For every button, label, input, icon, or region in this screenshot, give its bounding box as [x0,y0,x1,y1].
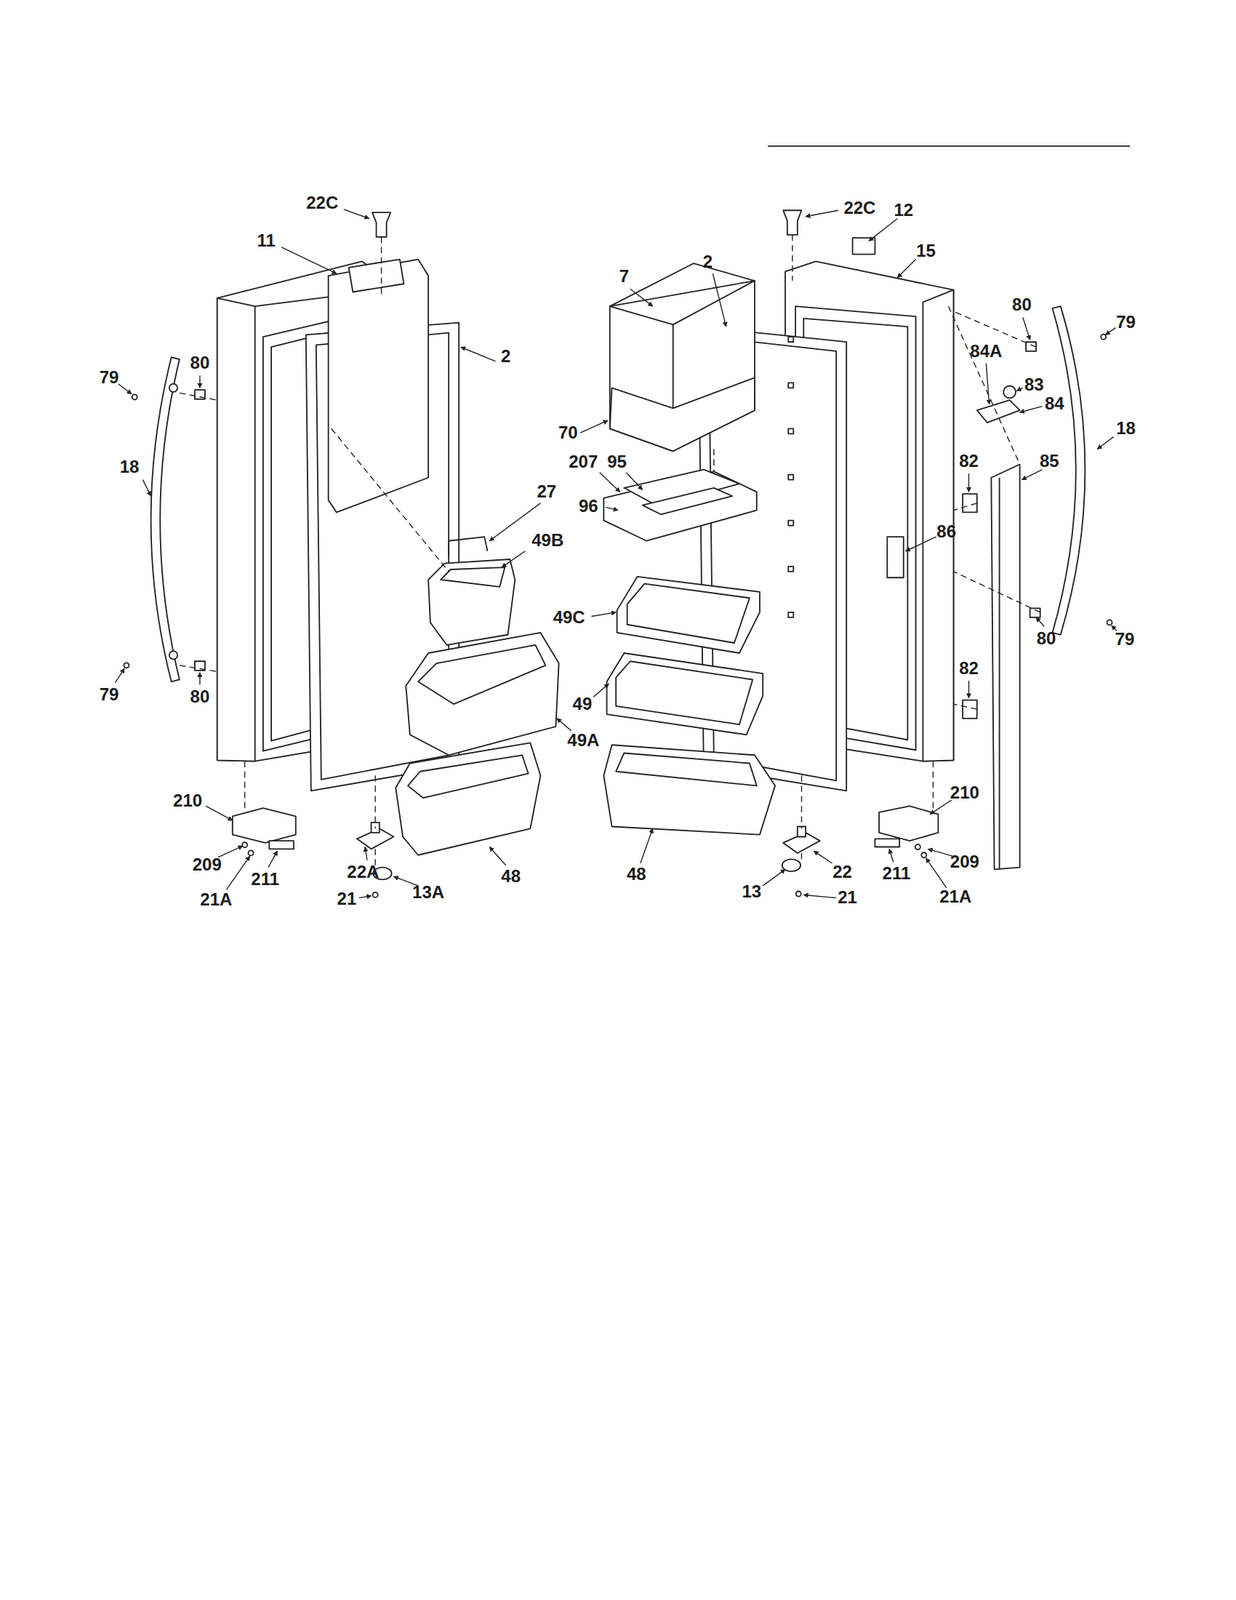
callout-number: 80 [1012,295,1032,314]
callout-number: 95 [607,452,627,471]
callout-number: 79 [99,685,120,704]
callout-number: 13 [741,882,762,901]
callout-number: 12 [893,201,914,219]
callout-number: 15 [916,242,936,260]
callout-number: 22 [832,863,853,881]
callout-number: 80 [1036,629,1057,648]
callout-number: 11 [256,231,275,250]
callout-number: 86 [936,522,957,541]
callout-number: 27 [536,482,557,501]
callout-number: 49B [531,531,564,549]
callout-number: 21 [337,889,357,908]
callout-number: 209 [950,852,980,871]
callout-number: 96 [578,497,599,515]
callout-number: 48 [500,867,521,885]
callout-number: 2 [703,253,713,271]
callout-number: 210 [950,783,980,802]
callout-number: 21A [939,887,972,906]
callout-number: 49 [572,695,593,713]
callout-number: 49A [567,731,600,749]
callout-number: 85 [1039,452,1060,470]
callout-number: 209 [192,855,222,874]
callout-number: 13A [412,883,445,901]
callout-number: 21A [199,890,232,909]
callout-number: 7 [619,267,629,286]
callout-number: 79 [1115,630,1135,648]
callout-number: 2 [500,347,511,365]
callout-number: 83 [1024,375,1045,394]
callout-number: 22A [346,863,379,881]
callout-number: 48 [626,865,647,883]
callout-number: 207 [568,452,598,471]
callout-number: 82 [958,659,979,677]
callout-number: 18 [1116,419,1136,437]
callout-number: 79 [99,368,120,387]
callout-number: 84 [1044,394,1065,413]
callout-number: 79 [1116,313,1136,331]
callout-number: 18 [119,458,140,476]
callout-number: 21 [837,888,858,906]
callout-number: 22C [843,199,876,217]
callout-number: 210 [173,791,203,810]
callout-number: 22C [306,194,339,212]
callout-number: 49C [553,608,586,626]
callout-number: 80 [190,354,211,372]
callout-number: 70 [558,423,579,442]
callout-number: 211 [882,864,912,882]
callout-number: 82 [958,452,979,470]
callout-number: 80 [190,687,211,706]
callout-number: 211 [250,870,280,888]
callout-number: 84A [969,342,1002,360]
